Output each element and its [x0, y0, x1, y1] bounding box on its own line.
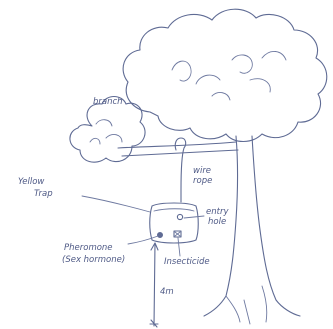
entry-hole	[176, 213, 184, 221]
wire-rope	[174, 137, 187, 203]
insecticide-block	[173, 230, 182, 238]
tree-trunk-right	[251, 135, 301, 317]
tree-trunk-left	[203, 135, 239, 317]
entry-hole-label-line1: entry	[206, 207, 229, 217]
branch-leaves	[69, 95, 146, 163]
branch-label: branch	[93, 97, 123, 107]
tree-roots	[225, 285, 268, 325]
branch-leaves-inner	[89, 119, 123, 145]
wire-rope-label-line2: rope	[193, 176, 212, 186]
trap-lid	[153, 208, 195, 212]
height-label: 4m	[160, 287, 174, 297]
branch-upper-edge	[117, 141, 237, 149]
pheromone-pointer	[127, 235, 159, 245]
height-arrow-foot	[149, 319, 159, 328]
pheromone-label-line1: Pheromone	[64, 243, 113, 253]
yellow-trap	[149, 202, 199, 244]
pheromone-label-line2: (Sex hormone)	[62, 255, 125, 265]
insecticide-hatch	[174, 231, 181, 237]
entry-hole-label-line2: hole	[208, 217, 226, 227]
pheromone-lure	[156, 231, 163, 238]
yellow-trap-label-line2: Trap	[34, 189, 53, 199]
yellow-trap-pointer	[81, 195, 151, 213]
tree-canopy	[122, 8, 328, 143]
height-arrow-head-top	[150, 242, 159, 251]
height-arrow-shaft	[153, 242, 156, 327]
canopy-scribble	[171, 51, 287, 101]
insecticide-pointer	[177, 237, 181, 257]
yellow-trap-label-line1: Yellow	[18, 177, 44, 187]
branch-lower-edge	[121, 149, 239, 157]
wire-rope-label-line1: wire	[193, 166, 211, 176]
entry-hole-pointer	[183, 215, 205, 219]
insecticide-label: Insecticide	[164, 257, 210, 267]
